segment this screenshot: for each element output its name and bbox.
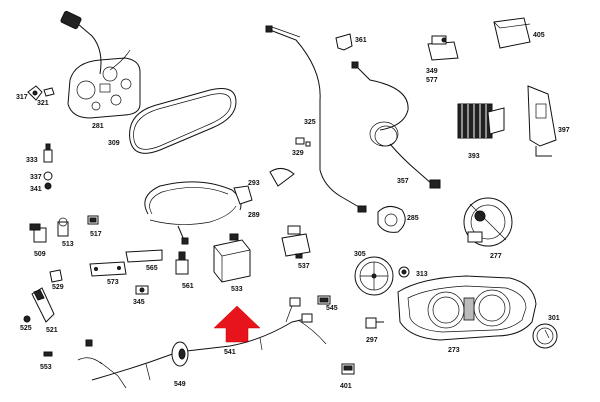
part-513-connector[interactable] xyxy=(57,217,69,237)
part-309-belt[interactable] xyxy=(129,88,237,154)
part-541-harness[interactable] xyxy=(77,297,327,389)
label-549: 549 xyxy=(174,381,186,388)
label-333: 333 xyxy=(26,157,38,164)
part-297-socket[interactable] xyxy=(365,317,384,329)
label-285: 285 xyxy=(407,215,419,222)
part-561-switch[interactable] xyxy=(175,251,189,275)
label-313: 313 xyxy=(416,271,428,278)
label-401: 401 xyxy=(340,383,352,390)
label-349: 349 xyxy=(426,68,438,75)
part-277-gauge[interactable] xyxy=(463,197,513,247)
part-393-heatsink[interactable] xyxy=(457,103,505,139)
label-337: 337 xyxy=(30,174,42,181)
part-349-relay[interactable] xyxy=(427,35,459,61)
label-273: 273 xyxy=(448,347,460,354)
part-533-relay[interactable] xyxy=(213,233,251,283)
part-537-relay[interactable] xyxy=(281,225,311,259)
part-273-cluster-housing[interactable] xyxy=(397,275,537,341)
label-573: 573 xyxy=(107,279,119,286)
label-397: 397 xyxy=(558,127,570,134)
label-277: 277 xyxy=(490,253,502,260)
label-329: 329 xyxy=(292,150,304,157)
label-293: 293 xyxy=(248,180,260,187)
label-297: 297 xyxy=(366,337,378,344)
part-405-box[interactable] xyxy=(493,17,531,49)
label-393: 393 xyxy=(468,153,480,160)
label-341: 341 xyxy=(30,186,42,193)
label-309: 309 xyxy=(108,140,120,147)
part-397-bracket[interactable] xyxy=(527,85,557,157)
part-401-connector[interactable] xyxy=(341,363,355,375)
part-321[interactable] xyxy=(43,87,55,97)
label-317: 317 xyxy=(16,94,28,101)
red-up-arrow-icon xyxy=(213,305,261,343)
part-529[interactable] xyxy=(49,269,63,283)
part-293[interactable] xyxy=(269,168,295,187)
label-577: 577 xyxy=(426,77,438,84)
part-333-switch[interactable] xyxy=(43,143,53,190)
part-573-plate[interactable] xyxy=(89,261,127,277)
part-509-connector[interactable] xyxy=(29,223,47,243)
label-301: 301 xyxy=(548,315,560,322)
part-325-cable[interactable] xyxy=(265,25,367,213)
part-317[interactable] xyxy=(27,85,43,101)
part-565-plate[interactable] xyxy=(125,249,163,263)
label-281: 281 xyxy=(92,123,104,130)
label-565: 565 xyxy=(146,265,158,272)
label-325: 325 xyxy=(304,119,316,126)
label-521: 521 xyxy=(46,327,58,334)
part-289-cable[interactable] xyxy=(144,181,253,245)
part-329[interactable] xyxy=(295,137,311,147)
label-545: 545 xyxy=(326,305,338,312)
part-281-instrument-board[interactable] xyxy=(60,10,141,119)
label-525: 525 xyxy=(20,325,32,332)
part-517-connector[interactable] xyxy=(87,215,99,225)
label-321: 321 xyxy=(37,100,49,107)
label-305: 305 xyxy=(354,251,366,258)
part-345[interactable] xyxy=(135,285,149,295)
part-357-cable[interactable] xyxy=(351,61,441,189)
part-521-clip[interactable] xyxy=(31,287,55,323)
label-553: 553 xyxy=(40,364,52,371)
label-345: 345 xyxy=(133,299,145,306)
part-525-screw[interactable] xyxy=(23,315,31,323)
label-289: 289 xyxy=(248,212,260,219)
part-545-connector[interactable] xyxy=(317,295,331,305)
label-561: 561 xyxy=(182,283,194,290)
part-301-gauge[interactable] xyxy=(532,323,558,349)
part-313-knob[interactable] xyxy=(398,266,410,278)
part-305-dial[interactable] xyxy=(354,256,394,296)
label-513: 513 xyxy=(62,241,74,248)
part-361-bracket[interactable] xyxy=(335,33,353,51)
label-509: 509 xyxy=(34,251,46,258)
label-405: 405 xyxy=(533,32,545,39)
part-549-grommet[interactable] xyxy=(171,341,189,367)
label-537: 537 xyxy=(298,263,310,270)
part-285-gauge[interactable] xyxy=(377,206,406,233)
label-517: 517 xyxy=(90,231,102,238)
label-361: 361 xyxy=(355,37,367,44)
label-533: 533 xyxy=(231,286,243,293)
label-541: 541 xyxy=(224,349,236,356)
label-529: 529 xyxy=(52,284,64,291)
label-357: 357 xyxy=(397,178,409,185)
part-553-screw[interactable] xyxy=(43,351,53,357)
